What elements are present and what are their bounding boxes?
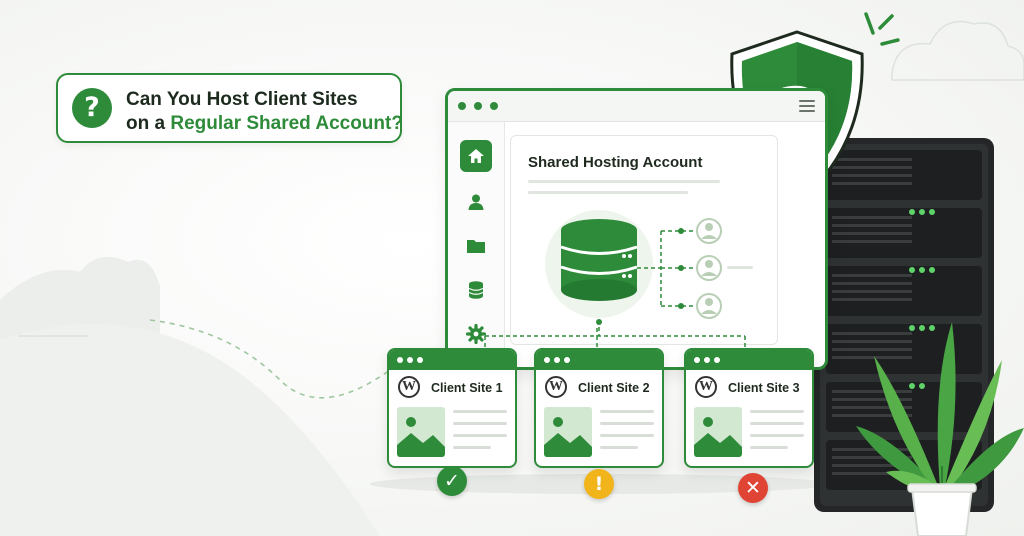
hosting-window: Shared Hosting Account xyxy=(445,88,828,370)
headline-line-2: on a Regular Shared Account? xyxy=(126,113,403,134)
window-dot xyxy=(490,102,498,110)
user-avatars xyxy=(696,218,722,319)
cloud-right xyxy=(891,20,1024,81)
folder-icon[interactable] xyxy=(460,230,492,262)
gear-icon[interactable] xyxy=(460,318,492,350)
plant-pot xyxy=(910,487,974,536)
client-site-title: Client Site 2 xyxy=(578,381,650,395)
status-leds xyxy=(909,209,935,389)
headline-line-1: Can You Host Client Sites xyxy=(126,89,358,110)
wordpress-icon: W xyxy=(398,376,420,398)
warning-icon: ! xyxy=(584,469,614,499)
client-site-card[interactable]: W Client Site 1 xyxy=(387,348,517,468)
client-site-card[interactable]: W Client Site 2 xyxy=(534,348,664,468)
question-icon: ? xyxy=(72,88,112,128)
window-dot xyxy=(458,102,466,110)
plant-leaves xyxy=(856,322,1024,496)
database-stack-icon xyxy=(560,219,638,301)
image-placeholder-icon xyxy=(397,407,445,457)
image-placeholder-icon xyxy=(544,407,592,457)
hosting-diagram xyxy=(528,180,753,336)
panel-title: Shared Hosting Account xyxy=(528,154,703,171)
window-titlebar xyxy=(448,91,825,122)
sparkle-mark xyxy=(864,12,875,35)
database-icon[interactable] xyxy=(460,274,492,306)
home-icon[interactable] xyxy=(460,140,492,172)
client-site-card[interactable]: W Client Site 3 xyxy=(684,348,814,468)
window-dot xyxy=(474,102,482,110)
headline-accent: Regular Shared Account? xyxy=(170,113,403,134)
menu-icon[interactable] xyxy=(799,100,815,112)
shared-hosting-panel: Shared Hosting Account xyxy=(510,135,778,345)
connector-lines xyxy=(484,328,746,350)
plant-illustration xyxy=(856,322,1024,536)
image-placeholder-icon xyxy=(694,407,742,457)
sidebar xyxy=(448,122,505,367)
client-site-title: Client Site 1 xyxy=(431,381,503,395)
client-site-title: Client Site 3 xyxy=(728,381,800,395)
wordpress-icon: W xyxy=(695,376,717,398)
error-icon: ✕ xyxy=(738,473,768,503)
check-icon: ✓ xyxy=(437,466,467,496)
wordpress-icon: W xyxy=(545,376,567,398)
user-icon[interactable] xyxy=(460,186,492,218)
question-badge: ? Can You Host Client Sites on a Regular… xyxy=(56,73,403,143)
